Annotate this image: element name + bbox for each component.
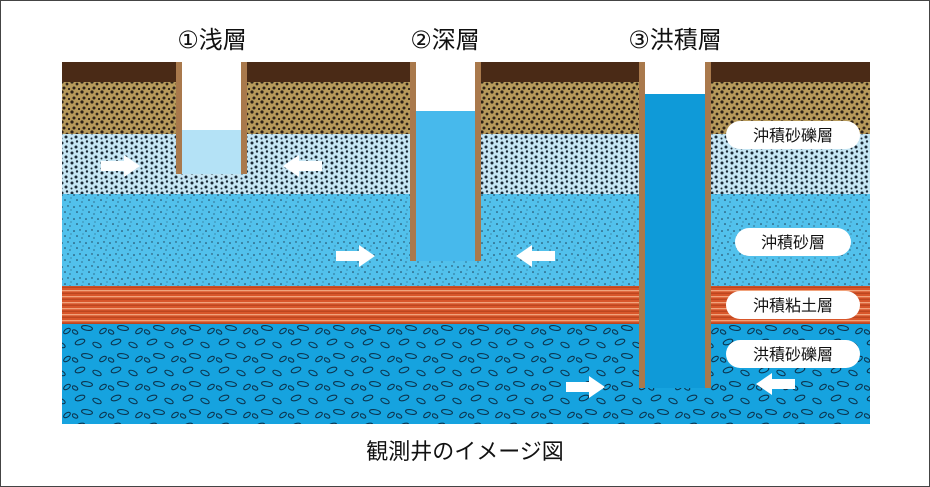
layer-label-box [726, 291, 860, 319]
arrow-right-icon [101, 155, 140, 177]
layer-label-alluvial-sand: 沖積砂層 [761, 233, 825, 252]
well-shallow [176, 62, 247, 174]
layer-label-box [726, 121, 860, 149]
well-deep-casing-right [475, 62, 481, 261]
layer-labels: 沖積砂礫層 沖積砂層 沖積粘土層 洪積砂礫層 [726, 121, 860, 368]
well-diluvial [639, 62, 711, 388]
well-diluvial-water [645, 94, 705, 388]
diluvial-gravel-layer [62, 324, 870, 424]
layer-label-alluvial-gravel: 沖積砂礫層 [753, 126, 833, 145]
well-label-deep: ②深層 [410, 26, 480, 54]
arrow-left-icon [283, 155, 322, 177]
diagram-caption: 観測井のイメージ図 [366, 440, 564, 465]
well-deep-water [415, 111, 475, 261]
layer-label-box [726, 340, 860, 368]
layer-label-box [735, 228, 851, 256]
arrow-left-icon [516, 245, 555, 267]
well-deep-casing-left [410, 62, 416, 261]
arrow-right-icon [336, 245, 375, 267]
arrow-left-icon [756, 373, 795, 395]
well-shallow-water [181, 130, 241, 174]
well-deep [410, 62, 481, 261]
well-diluvial-casing-right [705, 62, 711, 388]
flow-arrows [101, 155, 795, 398]
well-shallow-casing-left [176, 62, 182, 174]
layer-label-alluvial-clay: 沖積粘土層 [753, 296, 833, 315]
well-label-shallow: ①浅層 [177, 26, 247, 54]
arrow-right-icon [566, 376, 605, 398]
well-label-diluvial: ③洪積層 [628, 26, 722, 54]
layer-label-diluvial-gravel: 洪積砂礫層 [753, 345, 833, 364]
well-diluvial-casing-left [639, 62, 645, 388]
well-shallow-casing-right [241, 62, 247, 174]
